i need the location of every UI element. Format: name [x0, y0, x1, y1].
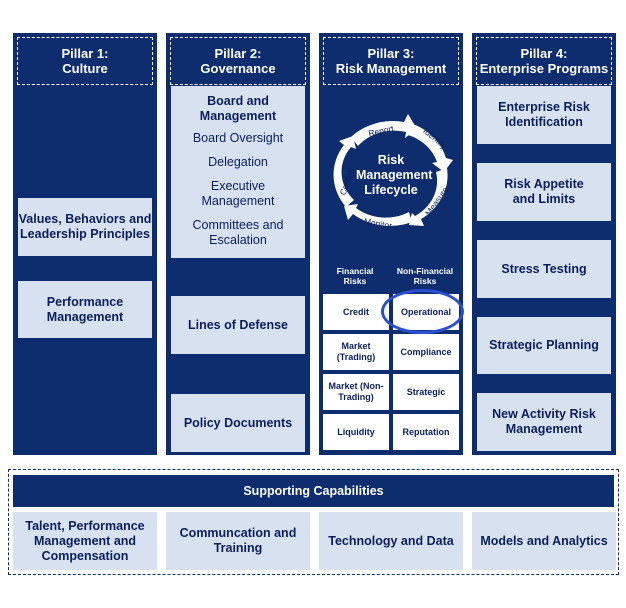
- support-talent-box: Talent, Performance Management and Compe…: [13, 512, 157, 570]
- lifecycle-ring: [333, 114, 453, 226]
- performance-management-label: Performance Management: [46, 294, 124, 324]
- operational-highlight-ellipse: [381, 289, 464, 334]
- non-financial-risks-header: Non-Financial Risks: [396, 266, 454, 286]
- risk-liquidity: Liquidity: [323, 414, 389, 450]
- delegation-item: Delegation: [208, 155, 268, 169]
- policy-documents-label: Policy Documents: [183, 415, 293, 430]
- pillar-4-subtitle: Enterprise Programs: [479, 61, 609, 76]
- lifecycle-center-label: Risk Management Lifecycle: [356, 153, 433, 197]
- risk-appetite-limits-label: Risk Appetite and Limits: [504, 177, 584, 206]
- pillar-1-header: Pillar 1: Culture: [17, 37, 153, 85]
- lifecycle-arc-identify: [408, 124, 453, 172]
- lines-of-defense-label: Lines of Defense: [187, 317, 289, 332]
- support-models-box: Models and Analytics: [472, 512, 616, 570]
- risk-credit: Credit: [323, 294, 389, 330]
- lifecycle-arc-measure: [409, 168, 448, 226]
- lifecycle-step-monitor: Monitor: [363, 216, 393, 231]
- support-communication-box: Communcation and Training: [166, 512, 310, 570]
- lines-of-defense-box: Lines of Defense: [171, 296, 305, 354]
- lifecycle-arc-report: [351, 114, 417, 146]
- board-management-title: Board and Management: [199, 94, 277, 123]
- pillar-4-header: Pillar 4: Enterprise Programs: [476, 37, 612, 85]
- committees-escalation-item: Committees and Escalation: [192, 218, 284, 247]
- board-management-box: Board and Management Board Oversight Del…: [171, 86, 305, 258]
- values-behaviors-label: Values, Behaviors and Leadership Princip…: [18, 212, 152, 241]
- pillar-4-title: Pillar 4:: [520, 46, 568, 61]
- risk-reputation: Reputation: [393, 414, 459, 450]
- stress-testing-box: Stress Testing: [477, 240, 611, 298]
- pillar-1-subtitle: Culture: [62, 61, 108, 76]
- executive-management-item: Executive Management: [201, 179, 275, 208]
- risk-compliance: Compliance: [393, 334, 459, 370]
- performance-management-box: Performance Management: [18, 281, 152, 338]
- risk-appetite-limits-box: Risk Appetite and Limits: [477, 163, 611, 221]
- enterprise-risk-identification-box: Enterprise Risk Identification: [477, 86, 611, 144]
- enterprise-risk-identification-label: Enterprise Risk Identification: [498, 100, 590, 129]
- board-oversight-item: Board Oversight: [192, 131, 284, 145]
- risk-strategic: Strategic: [393, 374, 459, 410]
- pillar-2-title: Pillar 2:: [214, 46, 262, 61]
- new-activity-risk-management-label: New Activity Risk Management: [492, 407, 596, 436]
- supporting-capabilities-title: Supporting Capabilities: [243, 484, 384, 498]
- pillar-3-title: Pillar 3:: [367, 46, 415, 61]
- risk-market-trading: Market (Trading): [323, 334, 389, 370]
- supporting-capabilities-bar: Supporting Capabilities: [13, 475, 614, 507]
- risk-market-non-trading: Market (Non-Trading): [323, 374, 389, 410]
- strategic-planning-label: Strategic Planning: [489, 338, 599, 352]
- strategic-planning-box: Strategic Planning: [477, 317, 611, 374]
- support-models-label: Models and Analytics: [480, 533, 608, 548]
- support-communication-label: Communcation and Training: [179, 526, 297, 555]
- support-technology-box: Technology and Data: [319, 512, 463, 570]
- pillar-2-subtitle: Governance: [200, 61, 276, 76]
- lifecycle-arc-monitor: [344, 204, 412, 226]
- pillar-3-header: Pillar 3: Risk Management: [323, 37, 459, 85]
- lifecycle-arc-control: [333, 136, 356, 207]
- values-behaviors-box: Values, Behaviors and Leadership Princip…: [18, 198, 152, 256]
- policy-documents-box: Policy Documents: [171, 394, 305, 452]
- supporting-capabilities-frame: [8, 469, 619, 575]
- financial-risks-header: Financial Risks: [336, 266, 374, 286]
- risk-lifecycle-diagram: Report Identify Measure Monitor Control: [333, 114, 453, 231]
- new-activity-risk-management-box: New Activity Risk Management: [477, 393, 611, 451]
- support-talent-label: Talent, Performance Management and Compe…: [25, 518, 145, 563]
- support-technology-label: Technology and Data: [328, 533, 454, 548]
- pillar-3-subtitle: Risk Management: [335, 61, 447, 76]
- pillar-1-title: Pillar 1:: [61, 46, 109, 61]
- pillar-2-header: Pillar 2: Governance: [170, 37, 306, 85]
- stress-testing-label: Stress Testing: [501, 261, 587, 276]
